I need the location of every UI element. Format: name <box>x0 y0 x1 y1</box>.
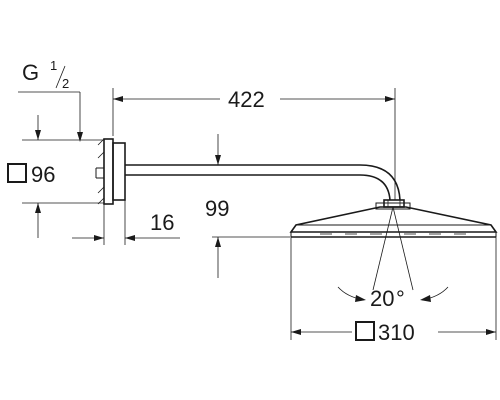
flange-size-value: 96 <box>31 162 55 187</box>
thread-fraction-denominator: 2 <box>62 76 69 91</box>
thread-fraction-numerator: 1 <box>50 58 57 73</box>
wall-flange <box>95 138 126 205</box>
square-symbol <box>355 321 375 341</box>
flange-depth-value: 16 <box>150 210 174 235</box>
drop-height-dimension: 99 <box>205 134 290 278</box>
flange-size-dimension: 96 <box>7 115 104 238</box>
square-symbol <box>7 163 27 183</box>
tilt-angle-unit: ° <box>396 286 405 311</box>
flange-depth-dimension: 16 <box>72 200 180 245</box>
thread-letter: G <box>22 60 39 85</box>
tilt-angle-dimension: 20 ° <box>337 206 449 311</box>
arm-length-dimension: 422 <box>112 87 396 200</box>
thread-label: G 1 2 <box>22 58 69 91</box>
head-size-value: 310 <box>378 320 415 345</box>
thread-fraction-slash <box>55 65 66 89</box>
tilt-angle-value: 20 <box>370 286 394 311</box>
thread-leader <box>18 91 83 142</box>
head-size-dimension: 310 <box>290 237 497 345</box>
drop-height-value: 99 <box>205 196 229 221</box>
shower-arm <box>125 164 405 208</box>
shower-head <box>289 202 498 238</box>
arm-length-value: 422 <box>228 87 265 112</box>
